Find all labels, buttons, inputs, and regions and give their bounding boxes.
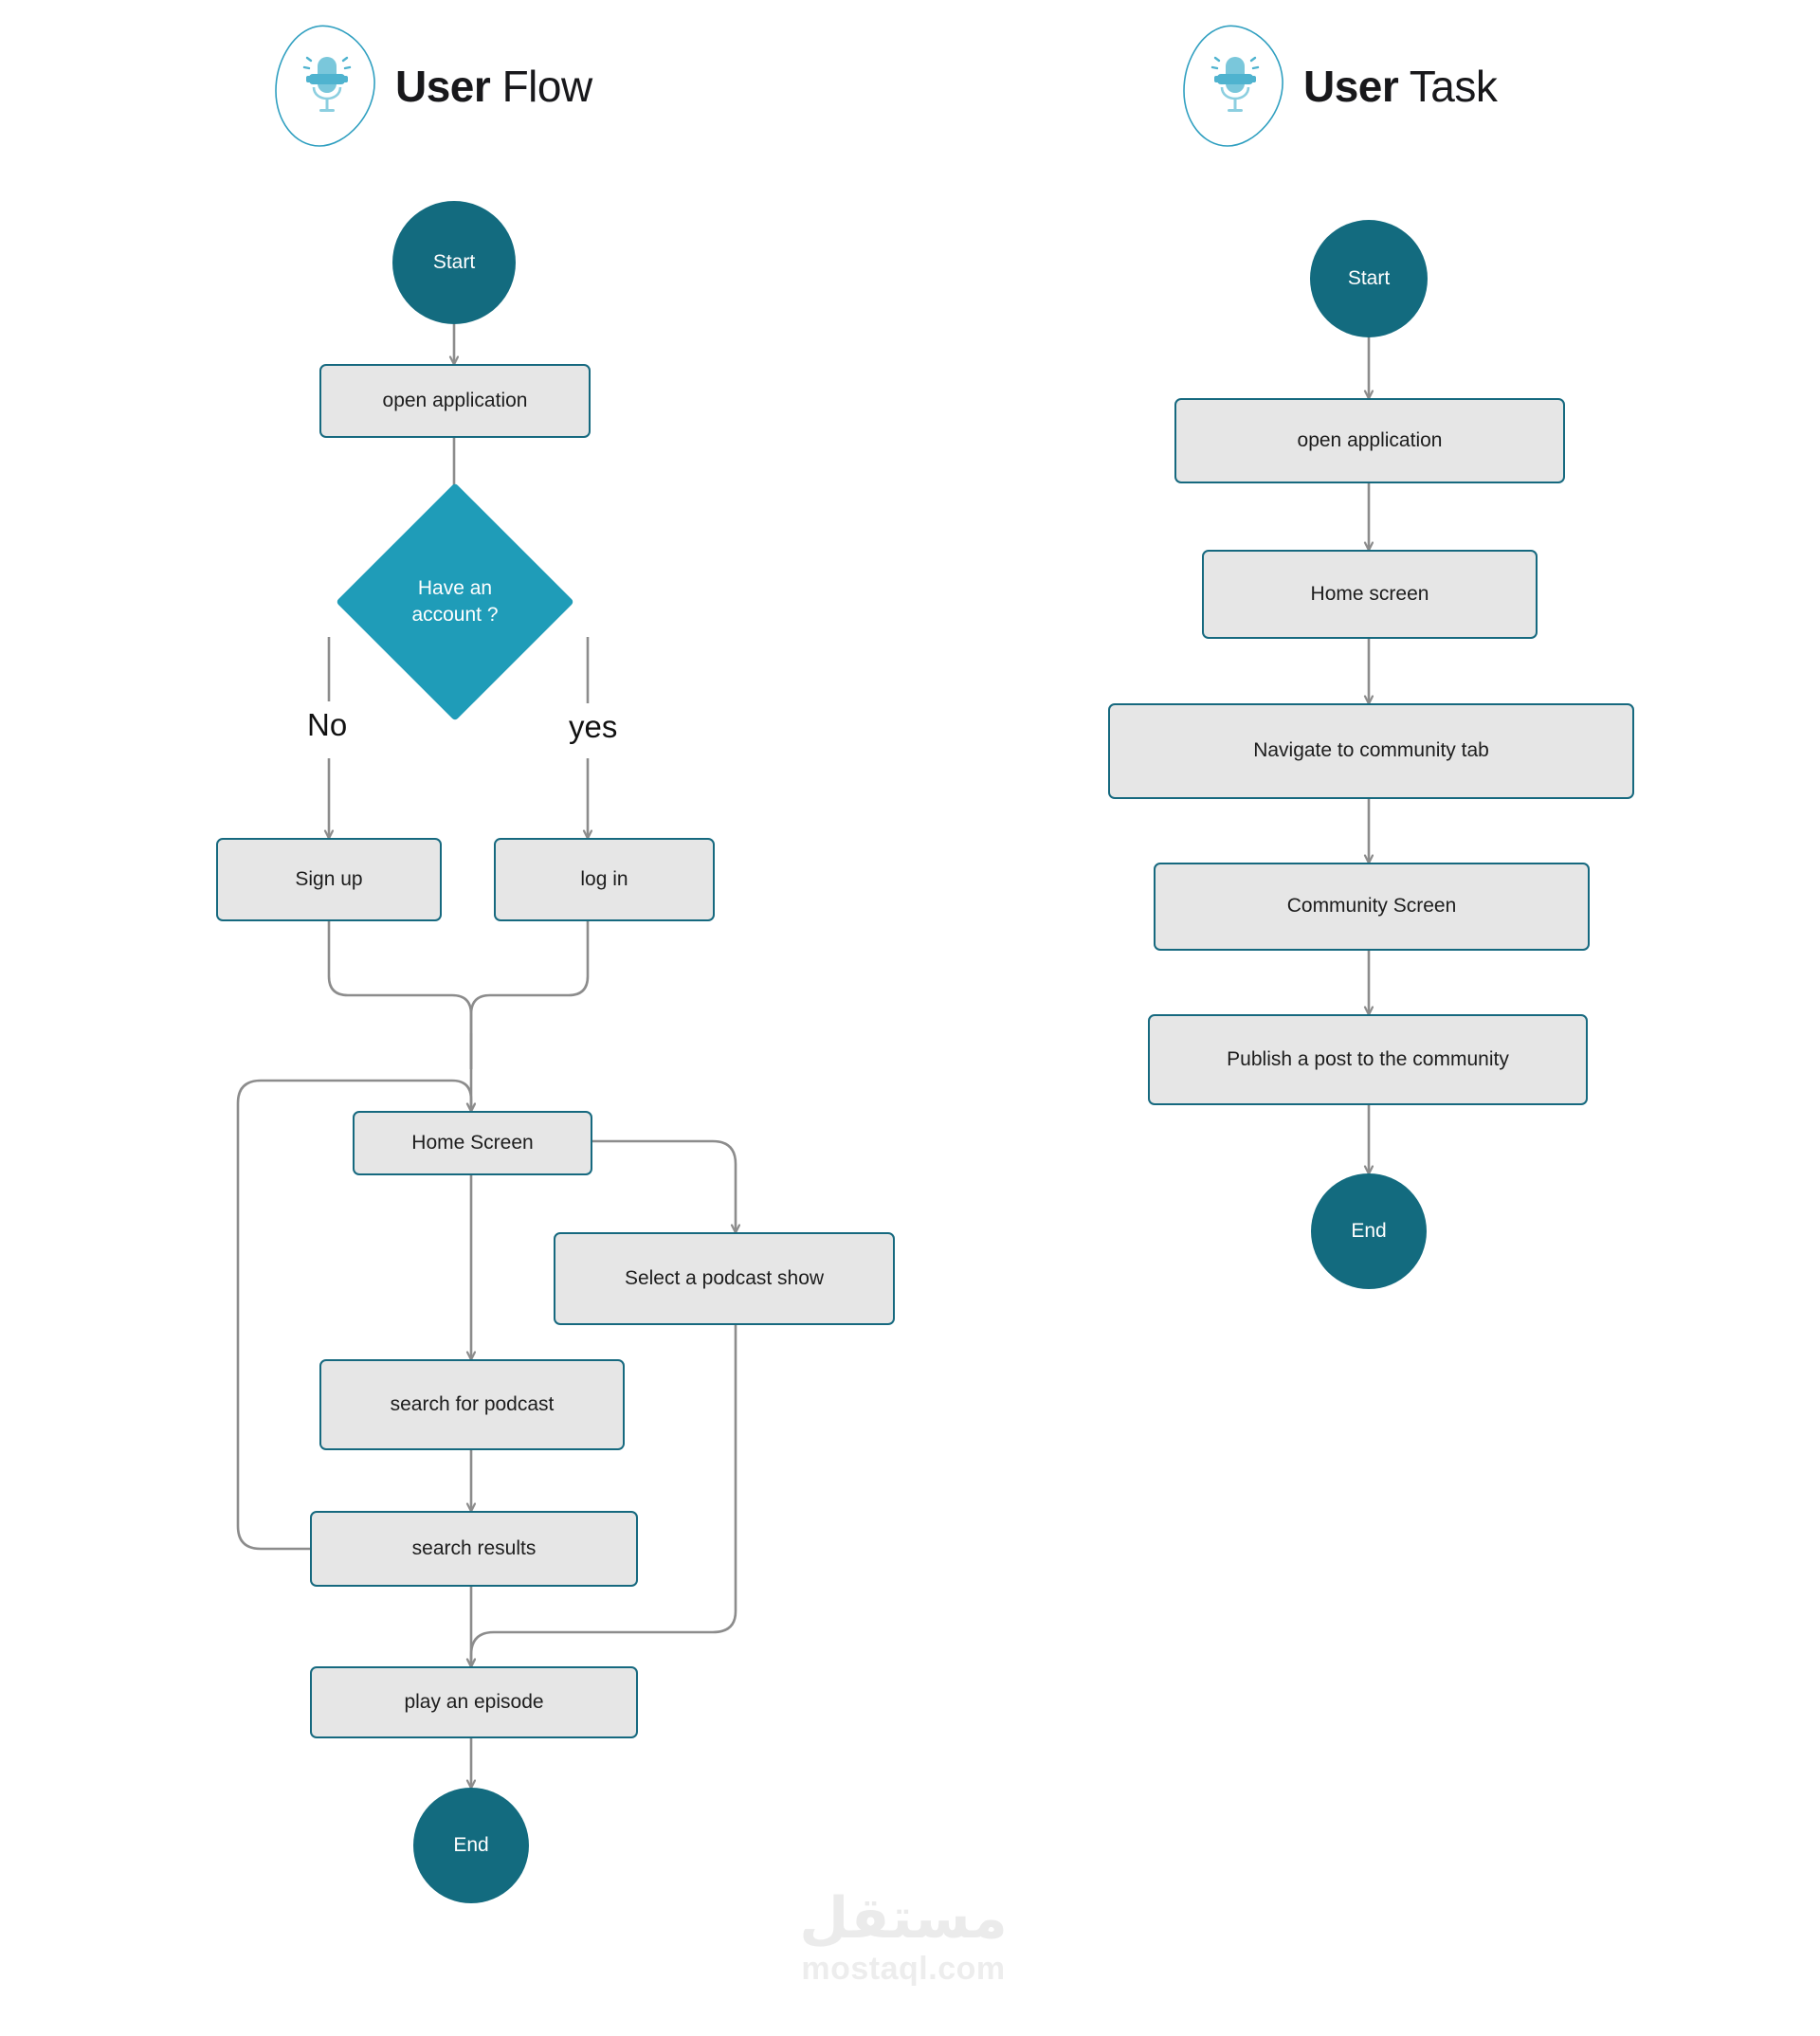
node-task-publish-post[interactable]: Publish a post to the community	[1148, 1014, 1588, 1105]
node-sign-up-label: Sign up	[295, 867, 363, 890]
user-flow-header: User Flow	[270, 21, 592, 152]
watermark-latin-text: mostaql.com	[801, 1951, 1006, 1987]
node-task-open-application-label: open application	[1297, 428, 1443, 451]
user-flow-title: User Flow	[395, 64, 592, 108]
node-select-podcast-show[interactable]: Select a podcast show	[554, 1232, 895, 1325]
node-task-home-screen[interactable]: Home screen	[1202, 550, 1538, 639]
watermark-arabic-text: مستقل	[799, 1886, 1008, 1950]
user-task-title-bold: User	[1303, 62, 1399, 111]
node-play-an-episode-label: play an episode	[404, 1690, 544, 1713]
user-task-title-light: Task	[1409, 62, 1498, 111]
node-task-start[interactable]: Start	[1310, 220, 1428, 337]
podcast-microphone-icon	[1178, 21, 1290, 152]
node-open-application-label: open application	[382, 389, 528, 411]
node-search-for-podcast[interactable]: search for podcast	[319, 1359, 625, 1450]
node-end-label: End	[453, 1834, 489, 1856]
node-home-screen[interactable]: Home Screen	[353, 1111, 592, 1175]
edge-signup-merge	[327, 921, 473, 1069]
node-have-account-decision[interactable]: Have an account ?	[336, 482, 574, 721]
node-have-account-line1: Have an	[417, 576, 493, 599]
node-have-account-label: Have an account ?	[411, 575, 498, 629]
node-task-navigate-community-label: Navigate to community tab	[1253, 739, 1489, 762]
node-task-start-label: Start	[1347, 267, 1391, 289]
node-home-screen-label: Home Screen	[411, 1131, 534, 1154]
mostaql-watermark: مستقل mostaql.com	[794, 1886, 1012, 1987]
node-start[interactable]: Start	[392, 201, 516, 324]
node-log-in-label: log in	[580, 867, 628, 890]
node-open-application[interactable]: open application	[319, 364, 591, 438]
node-task-navigate-community[interactable]: Navigate to community tab	[1108, 703, 1634, 799]
edge-label-yes-text: yes	[569, 709, 618, 744]
node-start-label: Start	[432, 251, 476, 273]
edge-home-selectshow	[592, 1139, 736, 1232]
node-task-community-screen[interactable]: Community Screen	[1154, 863, 1590, 951]
node-task-home-screen-label: Home screen	[1310, 582, 1429, 605]
node-search-results-label: search results	[411, 1536, 537, 1559]
node-play-an-episode[interactable]: play an episode	[310, 1666, 638, 1738]
edge-label-no-text: No	[307, 707, 348, 742]
node-sign-up[interactable]: Sign up	[216, 838, 442, 921]
user-task-header: User Task	[1178, 21, 1498, 152]
node-select-podcast-show-label: Select a podcast show	[624, 1266, 825, 1289]
user-flow-title-light: Flow	[501, 62, 593, 111]
node-end[interactable]: End	[413, 1788, 529, 1903]
user-task-title: User Task	[1303, 62, 1498, 111]
edge-label-no: No	[301, 707, 354, 742]
node-search-results[interactable]: search results	[310, 1511, 638, 1587]
node-have-account-line2: account ?	[411, 604, 499, 626]
node-task-publish-post-label: Publish a post to the community	[1227, 1047, 1509, 1070]
edge-login-merge	[469, 921, 590, 1069]
node-task-end-label: End	[1351, 1220, 1387, 1242]
node-task-open-application[interactable]: open application	[1174, 398, 1565, 483]
node-task-community-screen-label: Community Screen	[1286, 895, 1457, 918]
node-task-end[interactable]: End	[1311, 1173, 1427, 1289]
podcast-microphone-icon	[270, 21, 382, 152]
edge-label-yes: yes	[563, 709, 624, 744]
node-search-for-podcast-label: search for podcast	[390, 1392, 555, 1415]
user-flow-title-bold: User	[395, 62, 491, 111]
node-log-in[interactable]: log in	[494, 838, 715, 921]
